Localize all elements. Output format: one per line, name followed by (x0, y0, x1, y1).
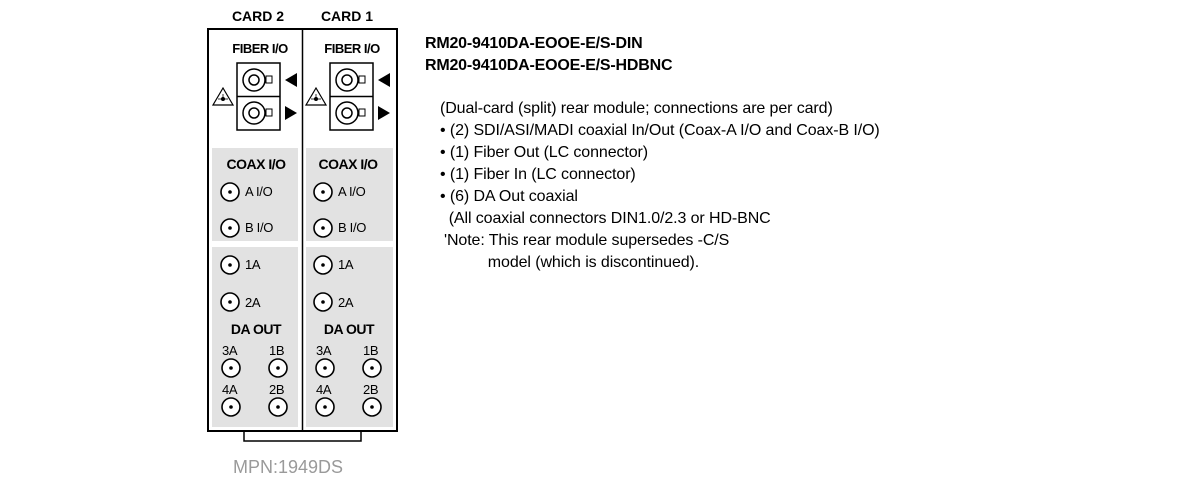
laser-warning-icon (211, 86, 235, 106)
port-label-2a: 2A (245, 295, 261, 310)
port-label-1a: 1A (338, 257, 354, 272)
coax-io-label: COAX I/O (318, 156, 378, 172)
mpn-label: MPN:1949DS (233, 457, 344, 477)
port-label-1a: 1A (245, 257, 261, 272)
spec-line: • (1) Fiber Out (LC connector) (440, 144, 649, 161)
spec-line: • (6) DA Out coaxial (440, 188, 578, 205)
module-tab (243, 431, 362, 442)
port-label-a-io: A I/O (245, 184, 273, 199)
fiber-io-label: FIBER I/O (324, 41, 380, 56)
da-out-label: DA OUT (323, 321, 375, 337)
spec-line: (All coaxial connectors DIN1.0/2.3 or HD… (440, 210, 771, 227)
fiber-lc-connector-card1[interactable] (329, 62, 374, 131)
card1-header: CARD 1 (320, 8, 374, 24)
spec-note: model (which is discontinued). (440, 254, 700, 271)
fiber-out-arrow-icon (285, 106, 297, 120)
card2-header: CARD 2 (231, 8, 285, 24)
port-label-1b: 1B (363, 343, 379, 358)
fiber-io-label: FIBER I/O (232, 41, 288, 56)
fiber-in-arrow-icon (285, 73, 297, 87)
da-section-card1 (306, 247, 393, 427)
spec-list: (Dual-card (split) rear module; connecti… (440, 98, 880, 274)
spec-line: (Dual-card (split) rear module; connecti… (440, 100, 833, 117)
spec-line: • (2) SDI/ASI/MADI coaxial In/Out (Coax-… (440, 122, 880, 139)
port-label-2b: 2B (269, 382, 285, 397)
port-label-1b: 1B (269, 343, 285, 358)
da-section-card2 (212, 247, 298, 427)
spec-line: • (1) Fiber In (LC connector) (440, 166, 636, 183)
port-label-3a: 3A (222, 343, 238, 358)
coax-io-label: COAX I/O (226, 156, 286, 172)
fiber-out-arrow-icon (378, 106, 390, 120)
port-label-2b: 2B (363, 382, 379, 397)
model-name: RM20-9410DA-EOOE-E/S-HDBNC (425, 57, 673, 74)
port-label-2a: 2A (338, 295, 354, 310)
port-label-a-io: A I/O (338, 184, 366, 199)
port-label-4a: 4A (222, 382, 238, 397)
port-label-3a: 3A (316, 343, 332, 358)
port-label-4a: 4A (316, 382, 332, 397)
spec-note: 'Note: This rear module supersedes -C/S (444, 232, 730, 249)
port-label-b-io: B I/O (245, 220, 274, 235)
fiber-lc-connector-card2[interactable] (236, 62, 281, 131)
fiber-in-arrow-icon (378, 73, 390, 87)
da-out-label: DA OUT (230, 321, 282, 337)
laser-warning-icon (304, 86, 328, 106)
port-label-b-io: B I/O (338, 220, 367, 235)
model-name: RM20-9410DA-EOOE-E/S-DIN (425, 35, 643, 52)
